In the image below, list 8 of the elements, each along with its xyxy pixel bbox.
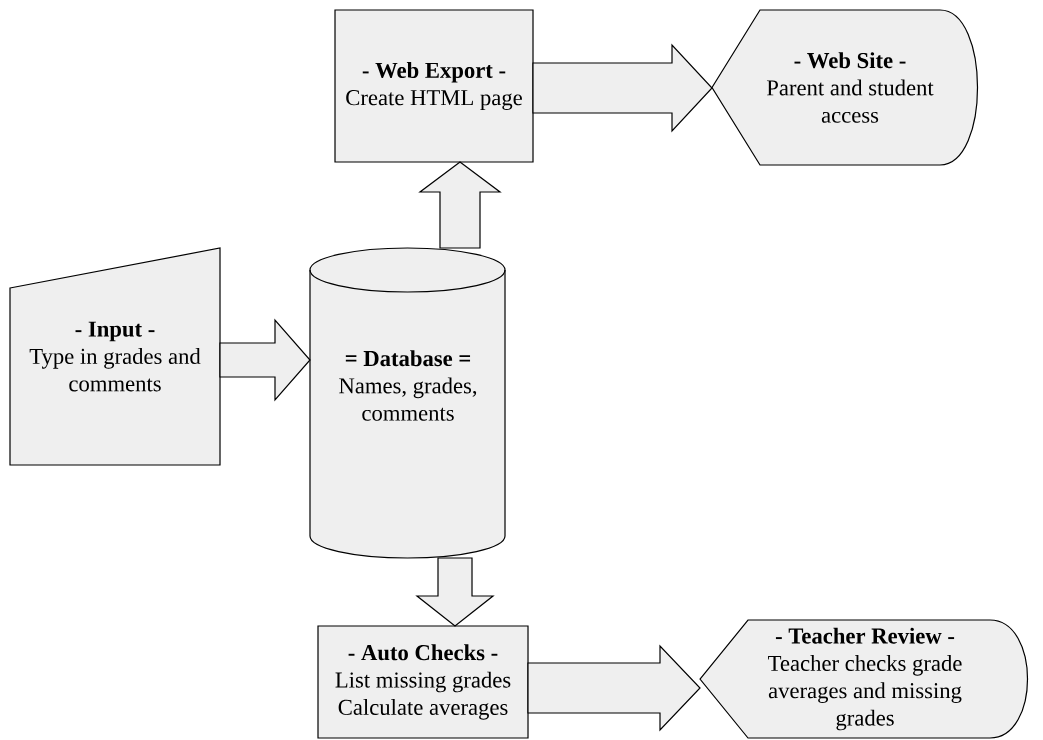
process-box: - Web Export - Create HTML page bbox=[334, 9, 534, 163]
block-arrow bbox=[219, 318, 311, 402]
block-arrow bbox=[418, 161, 502, 249]
database-cylinder: = Database = Names, grades, comments bbox=[309, 247, 506, 559]
block-arrow bbox=[527, 644, 701, 732]
block-arrow bbox=[415, 557, 495, 627]
process-box: - Auto Checks - List missing grades Calculate averages bbox=[317, 625, 529, 739]
block-arrow bbox=[532, 43, 713, 133]
